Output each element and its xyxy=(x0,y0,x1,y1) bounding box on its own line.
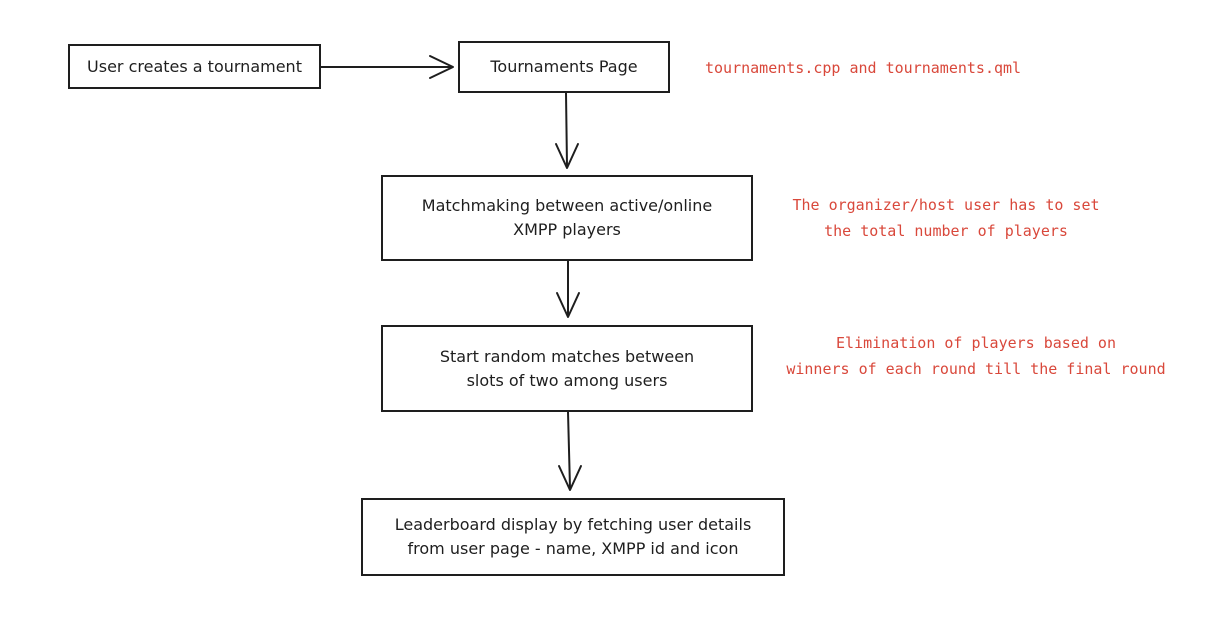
organizer-annotation-line2: the total number of players xyxy=(824,222,1068,240)
tournaments-page-box: Tournaments Page xyxy=(458,41,670,93)
random-matches-box: Start random matches between slots of tw… xyxy=(381,325,753,412)
files-annotation: tournaments.cpp and tournaments.qml xyxy=(705,55,1021,81)
matchmaking-box: Matchmaking between active/online XMPP p… xyxy=(381,175,753,261)
organizer-annotation-line1: The organizer/host user has to set xyxy=(792,196,1100,214)
matchmaking-text-line2: XMPP players xyxy=(513,220,621,239)
arrow-user-to-tournaments xyxy=(320,55,454,79)
random-matches-text-line1: Start random matches between xyxy=(439,346,695,366)
arrow-matchmaking-to-random xyxy=(556,260,580,318)
leaderboard-text-line1: Leaderboard display by fetching user det… xyxy=(394,515,752,534)
files-annotation-text: tournaments.cpp and tournaments.qml xyxy=(705,59,1022,77)
tournaments-page-text: Tournaments Page xyxy=(490,57,638,76)
user-creates-tournament-box: User creates a tournament xyxy=(68,44,321,89)
leaderboard-box: Leaderboard display by fetching user det… xyxy=(361,498,785,576)
arrow-tournaments-to-matchmaking xyxy=(555,92,579,169)
elimination-annotation-line2: winners of each round till the final rou… xyxy=(786,360,1166,378)
leaderboard-text-line2: from user page - name, XMPP id and icon xyxy=(407,539,739,558)
elimination-annotation-line1: Elimination of players based on xyxy=(836,334,1116,352)
arrow-random-to-leaderboard xyxy=(558,411,582,491)
organizer-annotation: The organizer/host user has to set the t… xyxy=(768,192,1124,244)
elimination-annotation: Elimination of players based on winners … xyxy=(778,330,1174,382)
random-matches-text-line2: slots of two among users xyxy=(466,370,668,390)
user-creates-tournament-text: User creates a tournament xyxy=(87,56,302,76)
matchmaking-text-line1: Matchmaking between active/online xyxy=(421,196,713,215)
